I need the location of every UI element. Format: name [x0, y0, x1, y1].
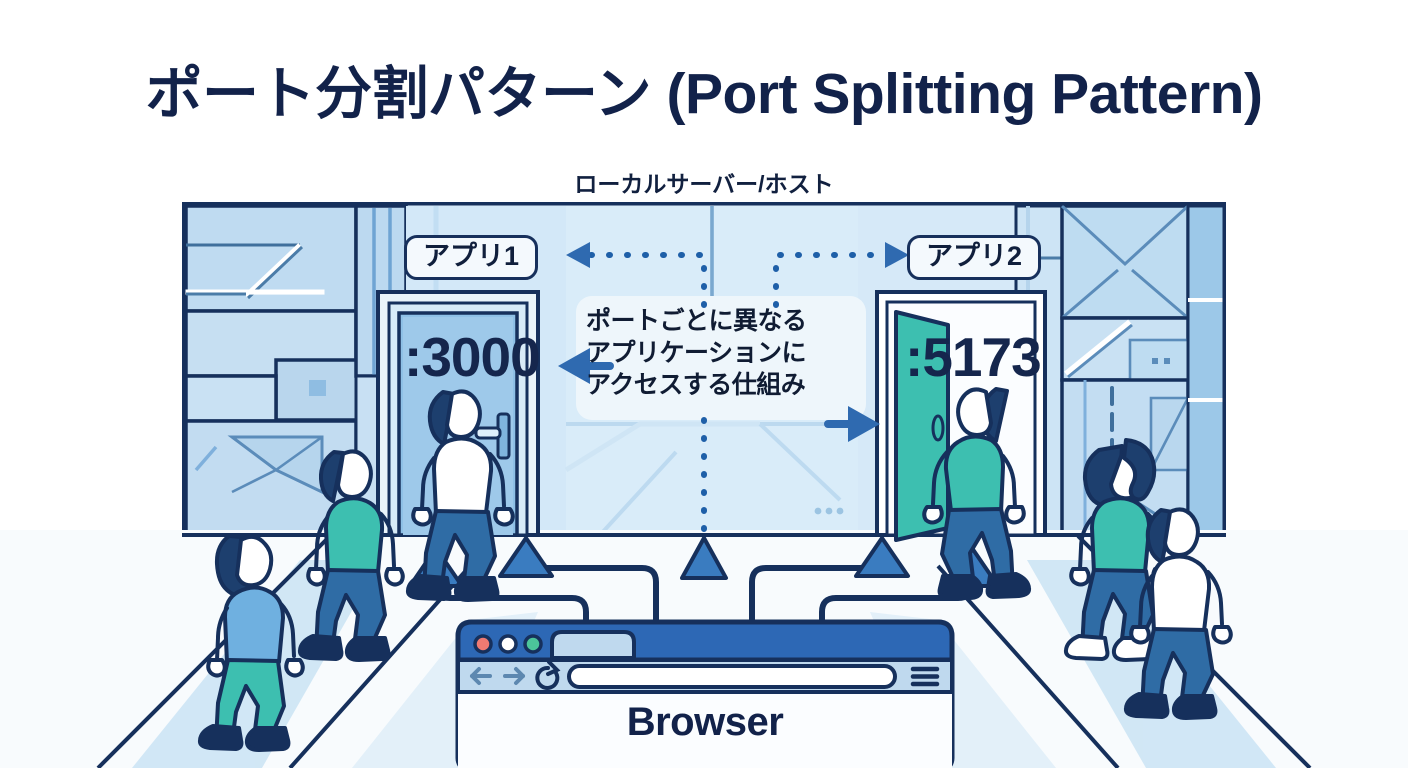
app1-chip[interactable]: アプリ1 — [404, 235, 539, 281]
center-up-arrow — [680, 536, 728, 580]
person-figure — [1123, 507, 1233, 720]
door-handle-1[interactable] — [474, 412, 511, 460]
host-label: ローカルサーバー/ホスト — [574, 171, 834, 197]
center-note-box — [576, 296, 866, 420]
minimize-window-button — [498, 634, 518, 654]
app2-chip[interactable]: アプリ2 — [907, 235, 1042, 281]
page-title: ポート分割パターン (Port Splitting Pattern) — [145, 62, 1263, 126]
wall-panels-left — [183, 204, 408, 535]
url-input[interactable] — [567, 664, 897, 689]
traffic-light-buttons[interactable] — [473, 634, 543, 654]
connector-dotted-left — [566, 242, 707, 308]
close-window-button — [473, 634, 493, 654]
app2-port-number: :5173 — [905, 326, 1042, 388]
connector-solid-right — [824, 406, 880, 442]
maximize-window-button — [523, 634, 543, 654]
forward-arrow-icon[interactable] — [503, 667, 525, 685]
person-figure — [405, 389, 515, 602]
back-arrow-icon[interactable] — [470, 667, 492, 685]
hamburger-menu-icon[interactable] — [910, 666, 940, 687]
reload-icon[interactable] — [535, 660, 561, 690]
person-figure — [297, 449, 405, 662]
person-figure — [922, 387, 1032, 600]
center-note-text: ポートごとに異なる アプリケーションに アクセスする仕組み — [586, 307, 807, 399]
door-handle-2 — [931, 414, 945, 442]
person-figure — [197, 534, 305, 752]
browser-label: Browser — [626, 700, 784, 744]
connector-solid-left — [558, 348, 614, 384]
connector-dotted-right — [773, 242, 909, 308]
browser-window[interactable] — [455, 619, 955, 768]
person-figure — [1063, 438, 1173, 662]
app1-port-number: :3000 — [404, 326, 541, 388]
